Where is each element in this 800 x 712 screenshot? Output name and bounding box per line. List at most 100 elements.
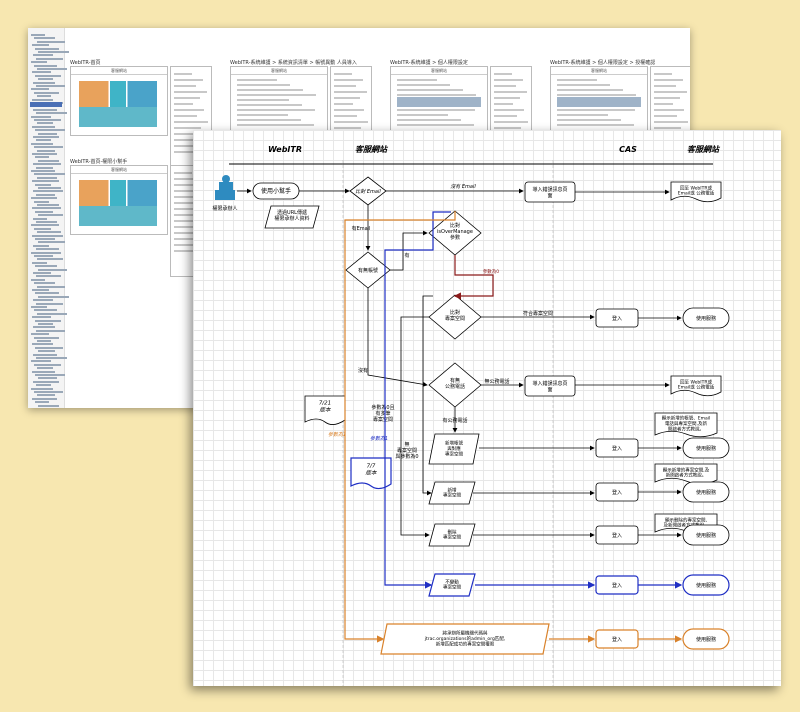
outline-row[interactable] [31,61,47,64]
outline-row[interactable] [35,156,49,159]
outline-row[interactable] [38,241,65,244]
outline-row[interactable] [36,85,65,87]
outline-row[interactable] [36,221,57,223]
outline-row[interactable] [37,394,55,397]
outline-row[interactable] [33,136,59,138]
outline-row[interactable] [35,265,57,268]
outline-row[interactable] [34,173,65,176]
no-change-data[interactable] [428,573,476,597]
outline-row[interactable] [35,319,61,322]
outline-row[interactable] [37,68,67,70]
outline-row[interactable] [38,350,55,353]
outline-row[interactable] [31,387,53,390]
outline-row[interactable] [31,88,49,91]
outline-row[interactable] [33,217,47,220]
use-service-terminal[interactable] [682,437,730,459]
outline-row[interactable] [36,166,53,169]
outline-row[interactable] [37,258,63,261]
outline-row[interactable] [31,278,45,281]
use-service-terminal[interactable] [682,628,730,650]
thumbnail-page[interactable]: 客服網站 [70,66,168,136]
outline-row[interactable] [37,40,65,43]
outline-row[interactable] [37,312,67,315]
outline-sidebar[interactable] [28,28,69,408]
outline-row[interactable] [36,193,55,196]
outline-row[interactable] [38,377,57,380]
outline-row[interactable] [32,71,51,74]
outline-row[interactable] [31,333,49,336]
outline-row[interactable] [32,180,59,183]
outline-row[interactable] [37,231,61,234]
outline-row[interactable] [38,159,59,162]
outline-row[interactable] [36,384,51,387]
outline-row[interactable] [34,119,61,121]
outline-row[interactable] [37,367,53,370]
outline-selected-row[interactable] [30,102,62,107]
outline-row[interactable] [32,98,53,101]
outline-row[interactable] [34,200,49,203]
outline-row[interactable] [37,122,53,125]
outline-row[interactable] [35,374,65,376]
outline-row[interactable] [33,272,51,274]
outline-row[interactable] [31,34,45,36]
outline-row[interactable] [35,47,59,50]
outline-row[interactable] [37,204,59,206]
outline-row[interactable] [33,299,53,302]
outline-row[interactable] [37,95,51,98]
outline-row[interactable] [32,234,63,237]
delete-space-data[interactable] [428,523,476,547]
outline-row[interactable] [32,125,55,128]
outline-row[interactable] [38,268,67,271]
use-service-terminal[interactable] [682,574,730,596]
outline-row[interactable] [38,51,69,53]
use-service-terminal[interactable] [682,481,730,503]
outline-row[interactable] [33,353,57,356]
outline-row[interactable] [35,238,55,240]
outline-row[interactable] [34,363,61,366]
outline-row[interactable] [36,329,65,332]
outline-row[interactable] [36,57,63,60]
outline-row[interactable] [37,176,57,179]
outline-row[interactable] [35,183,51,186]
outline-row[interactable] [36,275,61,278]
outline-row[interactable] [36,302,63,305]
outline-row[interactable] [35,74,61,77]
new-account-data[interactable] [428,433,480,465]
outline-row[interactable] [31,197,57,200]
outline-row[interactable] [33,108,57,111]
outline-row[interactable] [34,91,59,94]
outline-row[interactable] [35,346,63,349]
outline-row[interactable] [37,149,55,152]
outline-row[interactable] [35,129,65,132]
outline-row[interactable] [34,255,53,257]
outline-row[interactable] [31,115,51,118]
outline-row[interactable] [31,306,47,308]
thumbnail-page[interactable]: 客服網站 [550,66,648,136]
outline-row[interactable] [38,132,57,135]
outline-row[interactable] [38,323,53,325]
outline-row[interactable] [32,370,55,373]
outline-row[interactable] [33,163,61,166]
use-service-terminal[interactable] [682,307,730,329]
outline-row[interactable] [36,357,67,359]
outline-row[interactable] [31,360,51,363]
outline-row[interactable] [33,244,49,247]
decision-compare-space[interactable] [428,294,482,340]
new-space-data[interactable] [428,481,476,505]
outline-row[interactable] [32,207,61,210]
outline-row[interactable] [38,214,63,217]
outline-row[interactable] [32,261,47,264]
outline-row[interactable] [34,64,57,67]
outline-row[interactable] [36,139,51,142]
outline-row[interactable] [34,309,57,312]
outline-row[interactable] [34,391,63,393]
outline-row[interactable] [38,78,53,81]
use-service-terminal[interactable] [682,524,730,546]
thumbnail-page[interactable]: 客服網站 [390,66,488,136]
outline-row[interactable] [32,397,57,400]
outline-row[interactable] [34,227,51,230]
outline-row[interactable] [36,248,59,251]
outline-row[interactable] [38,187,61,189]
outline-row[interactable] [33,190,63,193]
outline-row[interactable] [35,210,53,213]
